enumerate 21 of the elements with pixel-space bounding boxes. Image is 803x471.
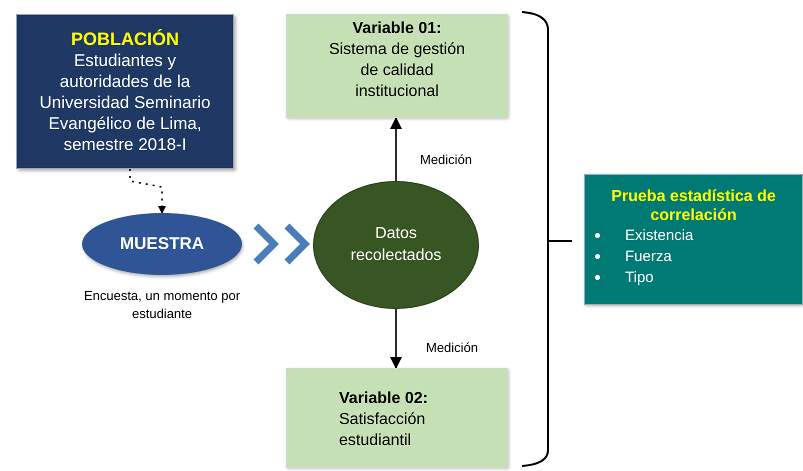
ellipse-label: MUESTRA (120, 233, 204, 256)
chevron-arrow (252, 222, 310, 266)
bullet-item: Fuerza (625, 247, 672, 267)
box-heading: POBLACIÓN (71, 28, 179, 50)
box-heading: Variable 02: (339, 389, 428, 409)
box-text: Sistema de gestión de calidad institucional (328, 40, 466, 102)
statistics-box (584, 174, 803, 305)
circle-label: Datos recolectados (350, 224, 442, 266)
dotted-arrow (129, 169, 166, 214)
population-box (16, 14, 234, 169)
variable-box (286, 368, 508, 468)
box-heading: Prueba estadística de correlación (610, 187, 777, 225)
box-heading: Variable 01: (352, 19, 442, 39)
bullet-item: Existencia (625, 226, 694, 246)
box-text: Satisfacción estudiantil (339, 410, 426, 451)
caption-text: Encuesta, un momento por estudiante (82, 287, 242, 323)
bullet-item: Tipo (625, 268, 654, 288)
box-text: Estudiantes y autoridades de la Universidad Seminario Evangélico de Lima, semestre 2018-I (38, 50, 212, 155)
arrow (390, 117, 402, 181)
arrow (390, 309, 402, 369)
variable-box (286, 14, 508, 118)
